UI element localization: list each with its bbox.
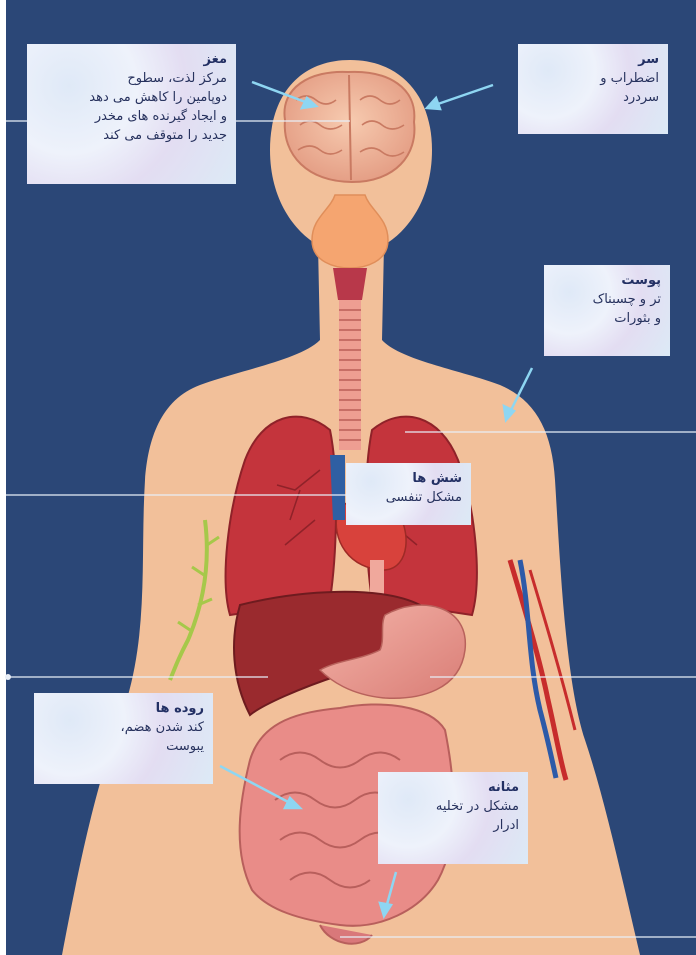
callout-bladder: مثانه مشکل در تخلیه ادرار <box>378 772 528 864</box>
callout-bladder-text: مشکل در تخلیه ادرار <box>386 797 519 835</box>
callout-brain: مغز مرکز لذت، سطوح دوپامین را کاهش می ده… <box>27 44 236 184</box>
callout-intestines-title: روده ها <box>42 699 204 718</box>
white-frame-left <box>0 0 6 955</box>
callout-head: سر اضطراب و سردرد <box>518 44 668 134</box>
larynx <box>333 268 367 300</box>
trachea <box>339 300 361 450</box>
callout-skin-text: تر و چسبناک و بثورات <box>552 290 661 328</box>
callout-lungs-title: شش ها <box>354 469 462 488</box>
callout-head-text: اضطراب و سردرد <box>526 69 659 107</box>
callout-brain-text: مرکز لذت، سطوح دوپامین را کاهش می دهد و … <box>35 69 227 145</box>
callout-lungs-text: مشکل تنفسی <box>354 488 462 507</box>
callout-lungs: شش ها مشکل تنفسی <box>346 463 471 525</box>
callout-skin: پوست تر و چسبناک و بثورات <box>544 265 670 356</box>
callout-intestines: روده ها کند شدن هضم، یبوست <box>34 693 213 784</box>
callout-head-title: سر <box>526 50 659 69</box>
callout-intestines-text: کند شدن هضم، یبوست <box>42 718 204 756</box>
callout-skin-title: پوست <box>552 271 661 290</box>
callout-bladder-title: مثانه <box>386 778 519 797</box>
brain-organ <box>284 72 414 182</box>
guide-line-dot <box>5 674 11 680</box>
callout-brain-title: مغز <box>35 50 227 69</box>
